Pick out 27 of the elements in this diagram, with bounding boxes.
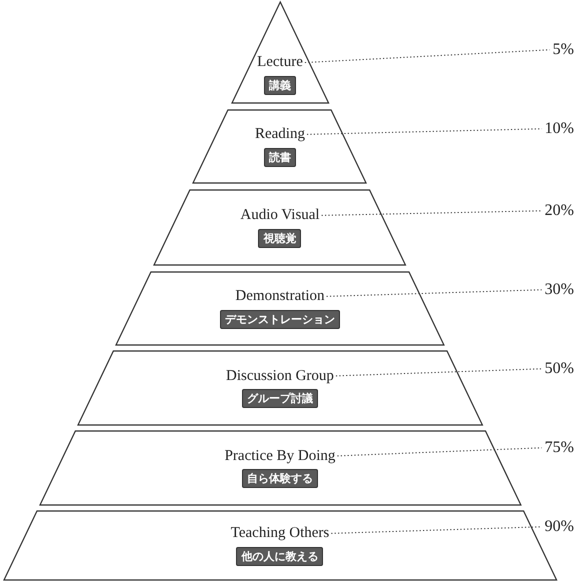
leader-line [306,128,542,135]
percentage-label: 90% [544,518,574,536]
leader-line [336,447,542,456]
japanese-label: デモンストレーション [220,310,340,329]
percentage-label: 5% [552,41,574,59]
band-label: Practice By Doing [224,448,336,464]
percentage-label: 10% [544,120,574,138]
japanese-label: 他の人に教える [236,546,324,566]
band-label: Discussion Group [226,368,334,384]
leader-line [321,210,542,216]
percentage-label: 50% [544,360,574,378]
band-label: Reading [254,126,305,143]
japanese-label: グループ討議 [242,389,318,408]
leader-line [326,289,542,297]
japanese-label: 視聴覚 [258,228,302,248]
leader-line [330,526,542,534]
japanese-label: 講義 [264,76,296,95]
band-label: Teaching Others [230,525,330,542]
japanese-label: 読書 [264,148,296,167]
percentage-label: 20% [544,202,574,220]
leader-line [335,368,542,376]
band-label: Audio Visual [240,207,320,224]
percentage-label: 30% [544,281,574,299]
japanese-label: 自ら体験する [242,469,318,488]
band-label: Lecture [257,54,303,71]
percentage-label: 75% [544,439,574,457]
band-label: Demonstration [235,288,325,305]
